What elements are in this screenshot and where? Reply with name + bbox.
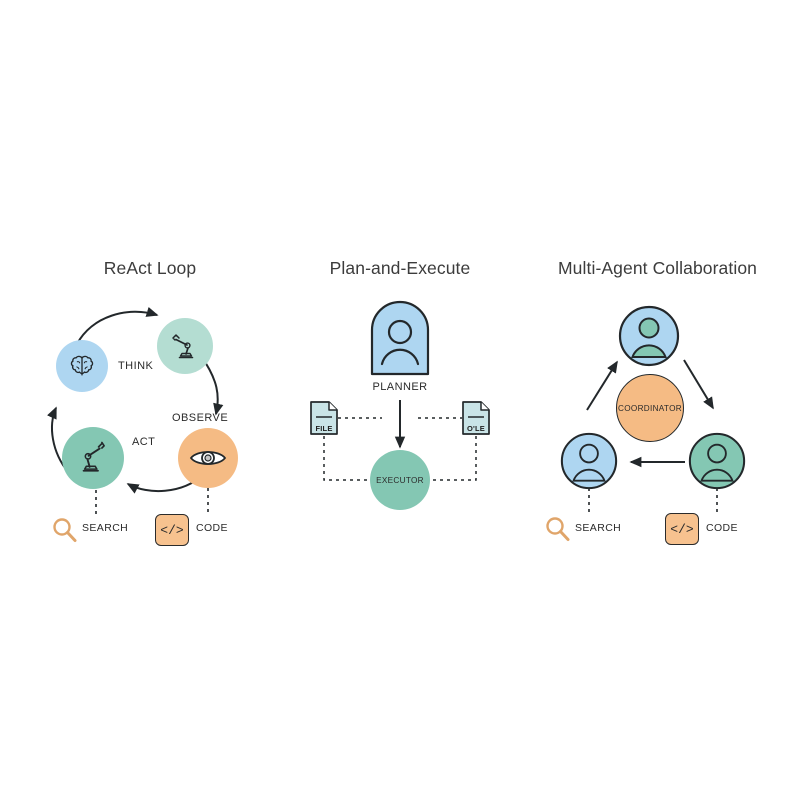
node-label-coordinator: COORDINATOR [618, 403, 682, 413]
node-label-planner: PLANNER [372, 381, 428, 393]
tool-label-code: CODE [706, 522, 738, 534]
robot-arm-icon [82, 441, 105, 472]
panel-title-react-loop: ReAct Loop [103, 258, 197, 278]
connector-file-left-executor [323, 436, 370, 481]
file-icon [310, 401, 338, 435]
file-right[interactable] [461, 400, 491, 436]
tool-label-search: SEARCH [575, 522, 622, 534]
file-left[interactable] [309, 400, 339, 436]
node-executor[interactable]: EXECUTOR [370, 450, 430, 510]
node-planner[interactable] [368, 300, 432, 383]
avatar-icon [688, 432, 746, 490]
magnifier-icon [53, 518, 77, 542]
arrow-top-to-right [683, 359, 714, 410]
agent-top[interactable] [618, 305, 680, 372]
node-label-think: THINK [118, 360, 154, 372]
node-coordinator[interactable]: COORDINATOR [616, 374, 684, 442]
panel-react-loop: ReAct Loop [20, 240, 280, 560]
panel-multi-agent-collaboration: Multi-Agent Collaboration [525, 240, 790, 560]
tool-label-code: CODE [196, 522, 228, 534]
node-label-executor: EXECUTOR [376, 475, 424, 485]
tool-search[interactable] [543, 514, 573, 549]
panel-title-plan-and-execute: Plan-and-Execute [329, 258, 471, 278]
react-loop-arrows [47, 306, 224, 515]
code-icon: </> [160, 522, 184, 538]
node-observe[interactable] [178, 428, 238, 488]
agent-left[interactable] [560, 432, 618, 495]
avatar-icon [618, 305, 680, 367]
file-icon [462, 401, 490, 435]
avatar-icon [560, 432, 618, 490]
node-think[interactable] [56, 340, 108, 392]
connector-file-right-executor [430, 436, 477, 481]
node-act[interactable] [62, 427, 124, 489]
panel-plan-and-execute: Plan-and-Execute PLANNER [290, 240, 510, 560]
tool-code[interactable]: </> [155, 514, 189, 546]
person-arch-icon [370, 300, 430, 376]
robot-arm-icon [172, 334, 194, 359]
agent-right[interactable] [688, 432, 746, 495]
code-icon: </> [670, 521, 694, 537]
tool-code[interactable]: </> [665, 513, 699, 545]
tool-search[interactable] [50, 515, 80, 550]
file-right-label: O'LE [466, 424, 485, 433]
node-observe-robot[interactable] [157, 318, 213, 374]
arrow-left-to-top [586, 360, 618, 411]
tool-label-search: SEARCH [82, 522, 129, 534]
brain-icon [70, 355, 94, 376]
arrow-think-to-observe [76, 306, 159, 345]
node-label-act: ACT [132, 436, 156, 448]
file-left-label: FILE [315, 424, 333, 433]
magnifier-icon [546, 517, 570, 541]
panel-title-multi-agent-collaboration: Multi-Agent Collaboration [558, 258, 757, 278]
eye-icon [189, 451, 227, 465]
node-label-observe: OBSERVE [172, 412, 229, 424]
